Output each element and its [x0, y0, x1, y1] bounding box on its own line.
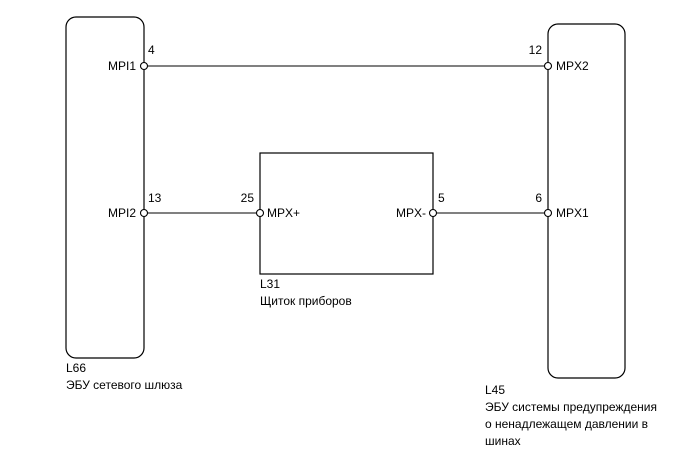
tpms-code-label: L45	[485, 383, 505, 397]
combination-meter-box	[259, 152, 434, 275]
meter-code-label: L31	[260, 277, 280, 291]
tpms-name-line1: ЭБУ системы предупреждения	[485, 400, 657, 414]
gateway-mpi1-pin-number: 4	[148, 43, 155, 57]
pin-tpms-mpx1	[543, 208, 553, 218]
tpms-mpx2-pin-number: 12	[529, 43, 543, 57]
pin-tpms-mpx2	[543, 61, 553, 71]
tpms-mpx1-pin-number: 6	[535, 191, 542, 205]
meter-name-label: Щиток приборов	[260, 294, 352, 308]
pin-gateway-mpi1	[139, 61, 149, 71]
gateway-name-label: ЭБУ сетевого шлюза	[66, 378, 183, 392]
pin-gateway-mpi2	[139, 208, 149, 218]
tpms-mpx2-signal-label: MPX2	[556, 59, 589, 73]
gateway-mpi2-pin-number: 13	[148, 191, 162, 205]
gateway-mpi1-signal-label: MPI1	[108, 59, 136, 73]
tpms-ecu-box	[547, 23, 626, 379]
tpms-mpx1-signal-label: MPX1	[556, 206, 589, 220]
meter-mpx-minus-pin-number: 5	[438, 191, 445, 205]
tpms-name-line3: шинах	[485, 434, 521, 448]
tpms-name-line2: о ненадлежащем давлении в	[485, 417, 648, 431]
pin-meter-mpx-plus	[255, 208, 265, 218]
gateway-code-label: L66	[66, 361, 86, 375]
meter-mpx-plus-pin-number: 25	[241, 191, 255, 205]
meter-mpx-plus-signal-label: MPX+	[267, 206, 300, 220]
meter-mpx-minus-signal-label: MPX-	[396, 206, 426, 220]
gateway-mpi2-signal-label: MPI2	[108, 206, 136, 220]
gateway-ecu-box	[65, 16, 145, 359]
pin-meter-mpx-minus	[428, 208, 438, 218]
